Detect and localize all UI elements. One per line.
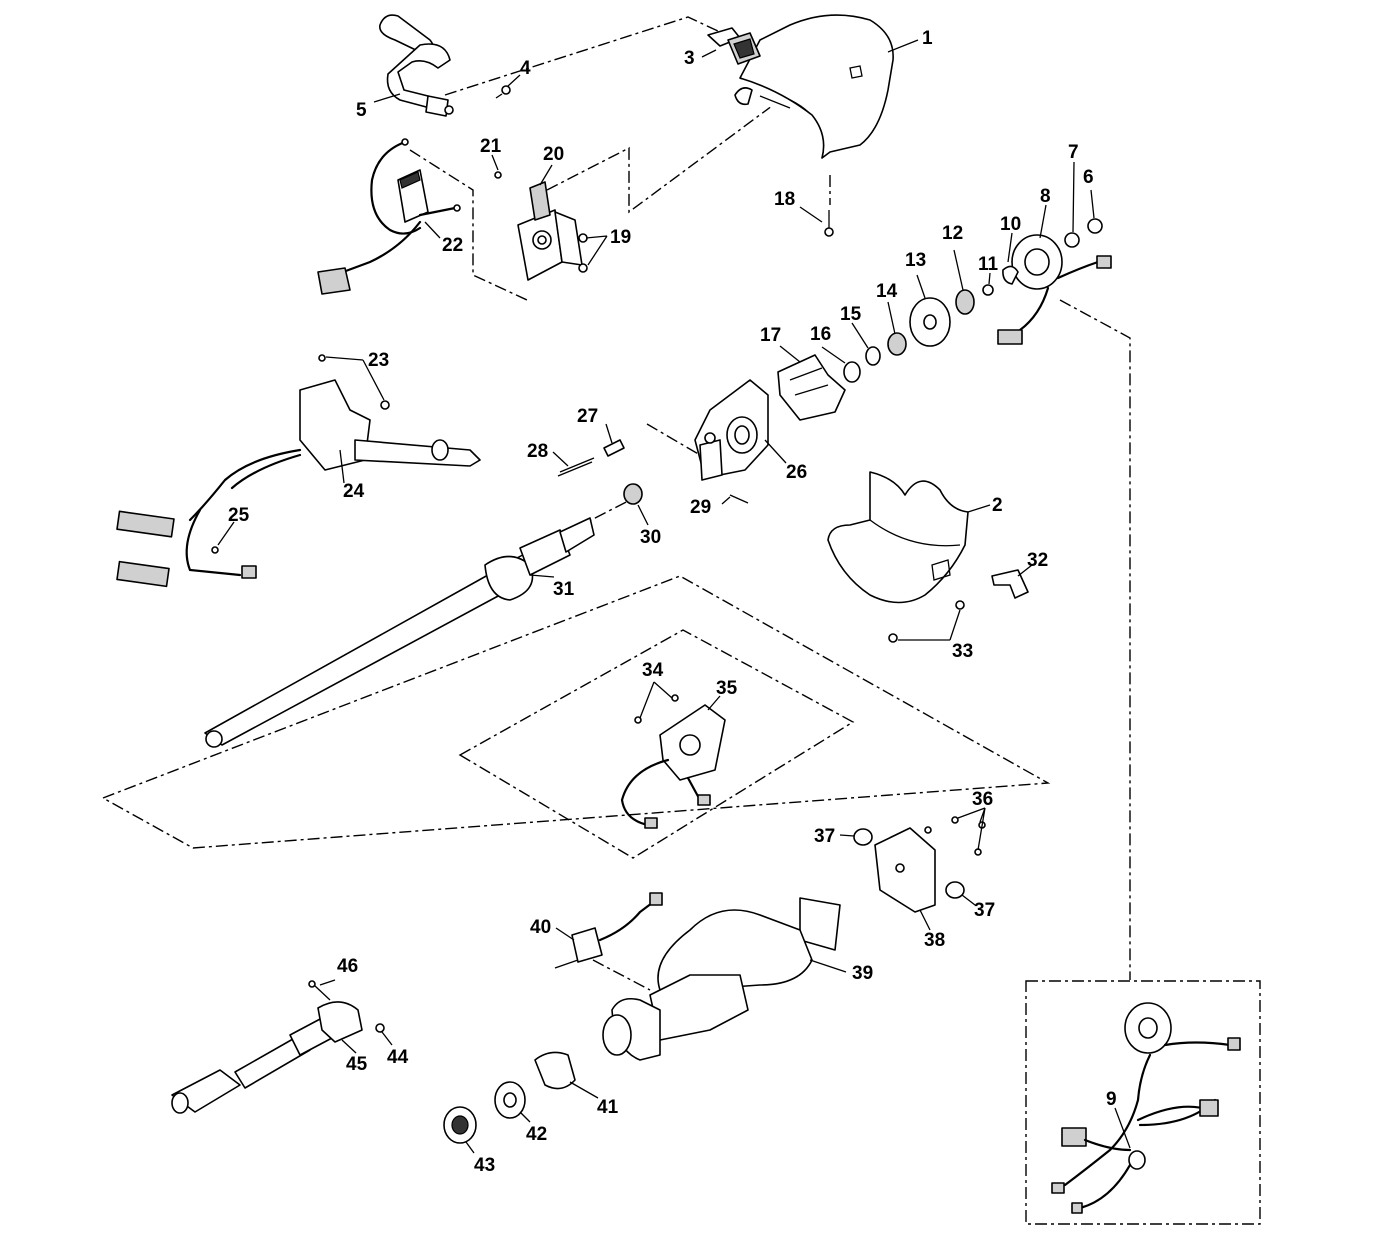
upper-bearing-stack xyxy=(777,218,1112,421)
callout-41: 41 xyxy=(597,1097,619,1118)
callout-25: 25 xyxy=(228,505,250,526)
part-9-harness-inset xyxy=(1051,1002,1241,1214)
callout-31: 31 xyxy=(553,579,575,600)
callout-7: 7 xyxy=(1068,142,1079,163)
callout-37-lower: 37 xyxy=(974,900,995,921)
callout-36: 36 xyxy=(972,789,993,810)
callout-3: 3 xyxy=(684,48,695,69)
leader-lines xyxy=(217,39,1131,1154)
part-40-sensor xyxy=(554,892,663,969)
callout-18: 18 xyxy=(774,189,795,210)
callout-37-upper: 37 xyxy=(814,826,835,847)
part-41-42-43 xyxy=(443,1051,576,1144)
callout-21: 21 xyxy=(480,136,502,157)
part-2-lower-shroud xyxy=(827,471,969,604)
callout-9: 9 xyxy=(1106,1089,1117,1110)
callout-12: 12 xyxy=(942,223,963,244)
phantom-lines xyxy=(101,16,1261,1225)
part-32-33 xyxy=(888,569,1029,643)
part-24-multifunction-switch xyxy=(116,354,481,588)
callout-39: 39 xyxy=(852,963,873,984)
part-45-intermediate-shaft xyxy=(171,980,385,1114)
callout-2: 2 xyxy=(992,495,1003,516)
part-4-screw xyxy=(495,85,511,99)
callout-15: 15 xyxy=(840,304,862,325)
callout-26: 26 xyxy=(786,462,807,483)
callout-34: 34 xyxy=(642,660,664,681)
callout-5: 5 xyxy=(356,100,367,121)
callout-43: 43 xyxy=(474,1155,495,1176)
part-27-28-29-30 xyxy=(557,439,749,505)
part-5-tilt-lever xyxy=(379,14,454,117)
callout-44: 44 xyxy=(387,1047,409,1068)
callout-13: 13 xyxy=(905,250,926,271)
callout-22: 22 xyxy=(442,235,463,256)
part-38-tilt-head xyxy=(853,816,986,913)
callout-46: 46 xyxy=(337,956,358,977)
callout-6: 6 xyxy=(1083,167,1094,188)
callout-45: 45 xyxy=(346,1054,368,1075)
callout-1: 1 xyxy=(922,28,933,49)
part-26-lock-housing xyxy=(694,379,769,481)
callout-19: 19 xyxy=(610,227,631,248)
callout-24: 24 xyxy=(343,481,365,502)
callout-16: 16 xyxy=(810,324,831,345)
callout-38: 38 xyxy=(924,930,945,951)
callout-labels: 1 2 3 4 5 6 7 8 9 10 11 12 13 14 15 16 1… xyxy=(228,28,1117,1176)
callout-28: 28 xyxy=(527,441,548,462)
part-22-switch-assembly xyxy=(317,138,461,295)
callout-30: 30 xyxy=(640,527,661,548)
part-3-hazard-knob xyxy=(707,27,761,65)
part-39-column-jacket xyxy=(602,897,841,1061)
callout-4: 4 xyxy=(520,58,531,79)
part-35-bracket xyxy=(620,694,726,829)
callout-33: 33 xyxy=(952,641,973,662)
callout-35: 35 xyxy=(716,678,738,699)
callout-29: 29 xyxy=(690,497,711,518)
callout-42: 42 xyxy=(526,1124,547,1145)
callout-27: 27 xyxy=(577,406,598,427)
callout-8: 8 xyxy=(1040,186,1051,207)
callout-20: 20 xyxy=(543,144,564,165)
callout-32: 32 xyxy=(1027,550,1048,571)
callout-40: 40 xyxy=(530,917,551,938)
part-20-ignition-housing xyxy=(494,171,588,281)
callout-10: 10 xyxy=(1000,214,1021,235)
callout-17: 17 xyxy=(760,325,781,346)
callout-23: 23 xyxy=(368,350,389,371)
part-31-steering-shaft xyxy=(204,517,595,748)
callout-11: 11 xyxy=(978,254,999,275)
part-1-upper-shroud xyxy=(734,14,894,159)
part-18-screw xyxy=(824,210,834,237)
callout-14: 14 xyxy=(876,281,898,302)
